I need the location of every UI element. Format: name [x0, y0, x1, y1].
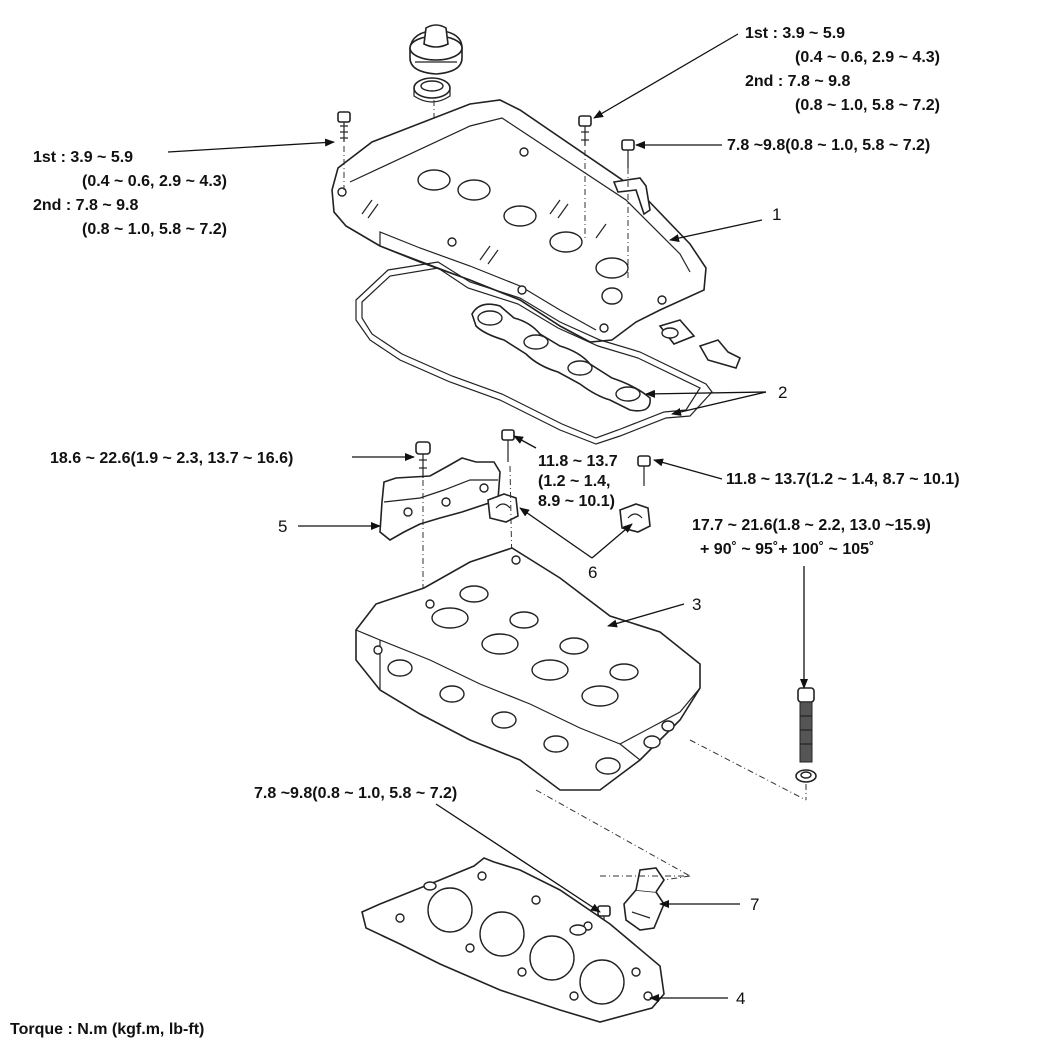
torque-left-line3: 2nd : 7.8 ~ 9.8	[33, 197, 138, 214]
part-number-1: 1	[772, 205, 781, 224]
torque-cap-mid-line1: 11.8 ~ 13.7	[538, 453, 618, 470]
part-number-5: 5	[278, 517, 287, 536]
torque-cap-mid-line2: (1.2 ~ 1.4,	[538, 473, 611, 490]
cap-bolt-18-6	[415, 441, 431, 478]
torque-bracket-bolt: 7.8 ~9.8(0.8 ~ 1.0, 5.8 ~ 7.2)	[727, 137, 930, 154]
pcv-valve	[658, 319, 696, 345]
torque-top-right-line1: 1st : 3.9 ~ 5.9	[745, 25, 845, 42]
bracket-bolt	[621, 139, 635, 168]
torque-callout-left: 1st : 3.9 ~ 5.9 (0.4 ~ 0.6, 2.9 ~ 4.3) 2…	[33, 149, 227, 238]
torque-head-bolt-line1: 17.7 ~ 21.6(1.8 ~ 2.2, 13.0 ~15.9)	[692, 517, 931, 534]
wire-bracket	[612, 177, 651, 216]
cylinder-head-bolt	[797, 687, 815, 763]
head-bolt-washer	[795, 769, 817, 783]
torque-top-right-line4: (0.8 ~ 1.0, 5.8 ~ 7.2)	[795, 97, 940, 114]
spark-plug-tube-gasket	[471, 303, 651, 412]
cover-bolt-right	[578, 115, 592, 146]
cap-bolt-11-8-right	[637, 455, 651, 486]
leader-lines	[167, 33, 808, 1002]
part-number-4: 4	[736, 989, 745, 1008]
oil-filler-cap	[409, 24, 463, 75]
bearing-cap-mid	[487, 493, 519, 523]
cap-bolt-11-8-mid	[501, 429, 515, 462]
torque-top-right-line3: 2nd : 7.8 ~ 9.8	[745, 73, 850, 90]
torque-cap-bolt-right: 11.8 ~ 13.7(1.2 ~ 1.4, 8.7 ~ 10.1)	[726, 471, 960, 488]
cylinder-head-cover	[331, 99, 707, 343]
part-number-3: 3	[692, 595, 701, 614]
cover-bolt-left	[337, 111, 351, 142]
part-number-6: 6	[588, 563, 597, 582]
torque-head-bolt: 17.7 ~ 21.6(1.8 ~ 2.2, 13.0 ~15.9) + 90˚…	[692, 517, 931, 558]
torque-left-line1: 1st : 3.9 ~ 5.9	[33, 149, 133, 166]
part-number-7: 7	[750, 895, 759, 914]
cylinder-head-gasket	[361, 857, 665, 1023]
part-number-2: 2	[778, 383, 787, 402]
cam-position-sensor	[698, 339, 742, 369]
cylinder-head	[355, 547, 701, 791]
water-outlet-fitting	[623, 867, 665, 931]
torque-top-right-line2: (0.4 ~ 0.6, 2.9 ~ 4.3)	[795, 49, 940, 66]
torque-cap-bolt-mid: 11.8 ~ 13.7 (1.2 ~ 1.4, 8.9 ~ 10.1)	[538, 453, 618, 510]
torque-units-note: Torque : N.m (kgf.m, lb-ft)	[10, 1021, 204, 1038]
front-bearing-cap	[379, 457, 501, 541]
torque-outlet-bolt: 7.8 ~9.8(0.8 ~ 1.0, 5.8 ~ 7.2)	[254, 785, 457, 802]
torque-cap-mid-line3: 8.9 ~ 10.1)	[538, 493, 615, 510]
torque-left-line2: (0.4 ~ 0.6, 2.9 ~ 4.3)	[82, 173, 227, 190]
torque-left-line4: (0.8 ~ 1.0, 5.8 ~ 7.2)	[82, 221, 227, 238]
filler-cap-seal	[413, 77, 451, 103]
torque-callout-top-right: 1st : 3.9 ~ 5.9 (0.4 ~ 0.6, 2.9 ~ 4.3) 2…	[745, 25, 940, 114]
bearing-cap-right	[619, 503, 651, 533]
torque-head-bolt-line2: + 90˚ ~ 95˚+ 100˚ ~ 105˚	[700, 541, 874, 558]
torque-cap-bolt-left: 18.6 ~ 22.6(1.9 ~ 2.3, 13.7 ~ 16.6)	[50, 450, 293, 467]
